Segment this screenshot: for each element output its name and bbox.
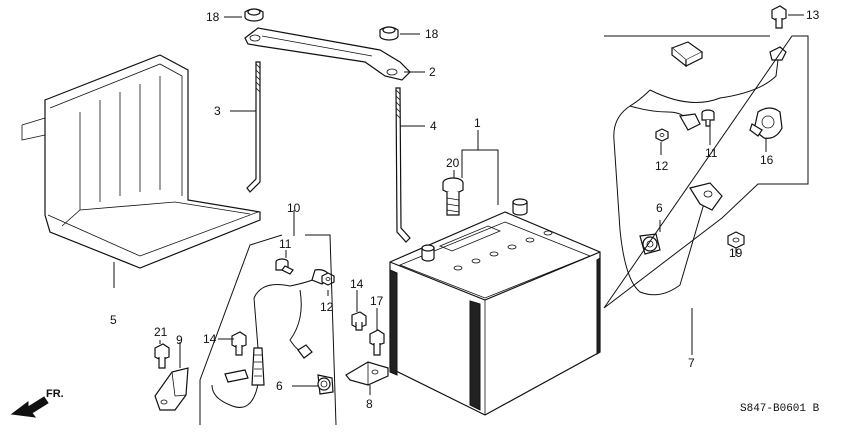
callout-3: 3 [214,104,221,118]
nut-12-left [321,272,335,286]
callout-10: 10 [287,201,301,215]
flange-nut-18-right [379,26,399,41]
callouts: 18 18 2 3 4 1 20 5 10 11 12 14 17 14 21 … [110,8,820,411]
cable-assembly-10 [211,269,331,408]
callout-11-left: 11 [279,237,292,251]
callout-5: 5 [110,313,117,327]
callout-18-left: 18 [206,10,220,24]
callout-20: 20 [446,156,460,170]
hold-down-rod-4 [395,87,411,243]
bolt-20 [442,177,464,216]
callout-14-left: 14 [203,332,217,346]
callout-9: 9 [176,333,183,347]
cable-assembly-7 [613,41,787,296]
battery [389,198,601,416]
callout-18-right: 18 [425,27,439,41]
bolt-14-left [231,331,247,356]
callout-6-left: 6 [276,379,283,393]
callout-6-right: 6 [656,201,663,215]
bracket-9 [154,367,189,411]
clip-16 [749,107,783,139]
battery-tray [21,54,261,269]
bracket-8 [345,361,389,386]
front-direction-marker: FR. [10,388,64,418]
callout-17: 17 [370,294,384,308]
bolt-21 [154,343,170,369]
callout-7: 7 [688,356,695,370]
front-label: FR. [46,388,64,400]
nut-12-right [655,128,669,142]
callout-12-right: 12 [655,159,669,173]
group-outline-7 [603,35,809,309]
callout-14-mid: 14 [350,277,364,291]
flange-nut-18-left [244,8,264,22]
callout-19: 19 [729,246,743,260]
group-outline-10 [199,234,337,426]
leader-lines [113,14,804,395]
callout-4: 4 [430,119,437,133]
callout-2: 2 [429,65,436,79]
callout-11-right: 11 [705,146,718,160]
callout-16: 16 [760,153,774,167]
callout-21: 21 [154,325,168,339]
drawing-code: S847-B0601 B [740,403,820,415]
bolt-14-mid [351,311,367,331]
callout-12-left: 12 [320,300,334,314]
bolt-13 [771,5,787,29]
callout-8: 8 [366,397,373,411]
front-arrow-icon [10,396,49,418]
bolt-17 [369,329,385,356]
nut-19 [727,231,745,249]
cable-clamp-6-left [317,374,334,395]
callout-13: 13 [806,8,820,22]
bolt-11-right [701,109,715,127]
hold-down-rod-3 [246,61,261,193]
callout-1: 1 [474,116,481,130]
battery-hold-down-bracket [244,27,411,81]
bolt-11-left [275,258,294,275]
